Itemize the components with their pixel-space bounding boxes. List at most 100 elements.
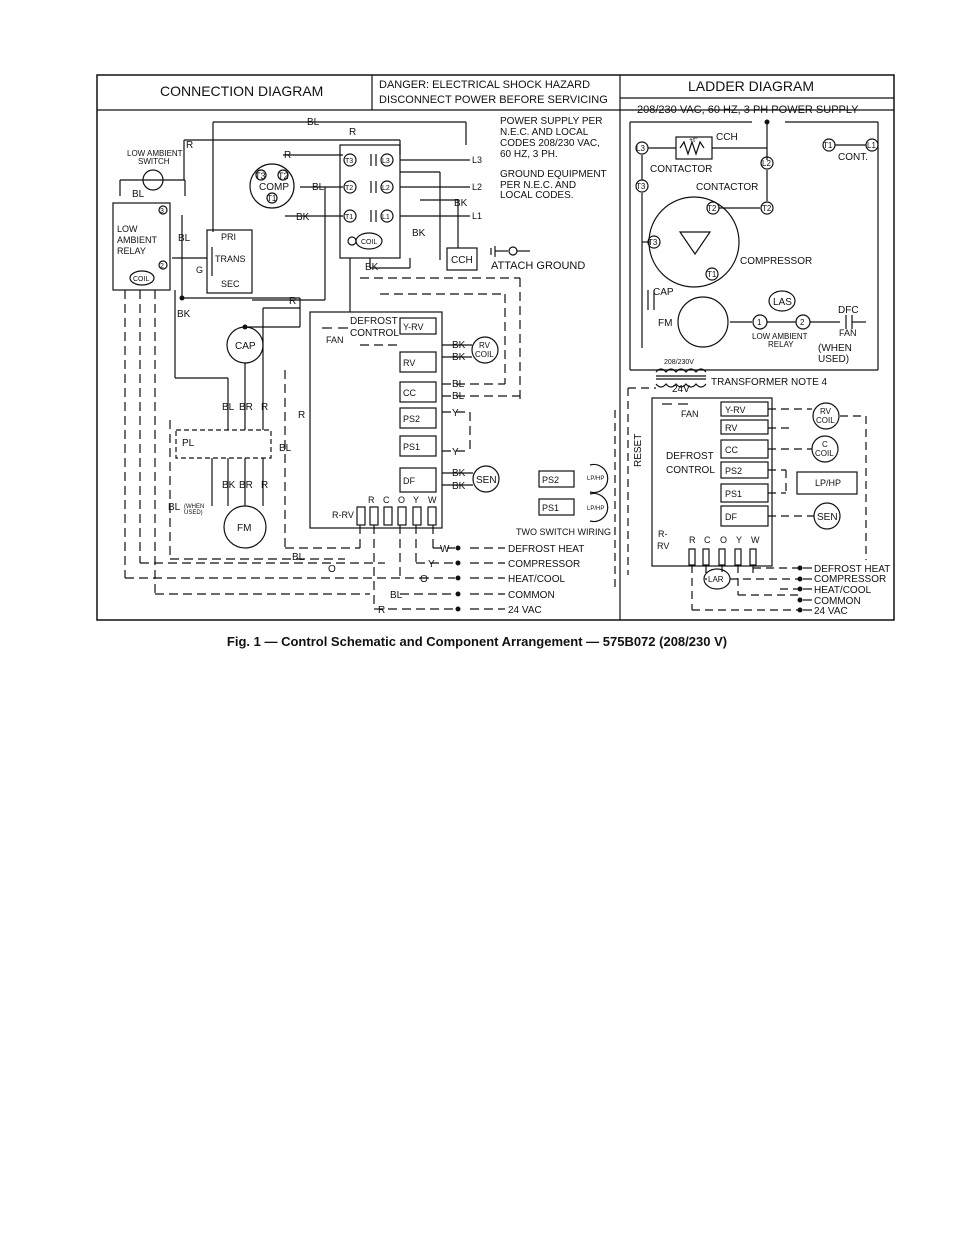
power-note: CODES 208/230 VAC, — [500, 138, 600, 149]
contactor-coil-label: COIL — [361, 239, 377, 246]
power-note: POWER SUPPLY PER — [500, 116, 602, 127]
ladder-comp-terminal: T2 — [707, 204, 717, 213]
danger-line-2: DISCONNECT POWER BEFORE SERVICING — [379, 94, 608, 106]
ground-g-label: G — [196, 265, 203, 275]
contactor-terminal: T2 — [345, 185, 353, 192]
contactor-terminal: L2 — [382, 185, 390, 192]
wire-label: BR — [239, 480, 253, 491]
comp-terminal: T1 — [267, 194, 277, 203]
wire-label: BK — [452, 352, 466, 363]
transformer-sec-label: SEC — [221, 279, 240, 289]
ground-note: LOCAL CODES. — [500, 190, 574, 201]
board-terminal: RV — [403, 358, 415, 368]
ladder-board-terminal: DF — [725, 512, 737, 522]
low-ambient-switch-label: SWITCH — [138, 157, 170, 166]
ladder-board-terminal: Y-RV — [725, 405, 746, 415]
ladder-legend-item: 24 VAC — [814, 606, 848, 617]
wire-label: BL — [168, 502, 181, 513]
low-ambient-relay-label: AMBIENT — [117, 235, 158, 245]
danger-line-1: DANGER: ELECTRICAL SHOCK HAZARD — [379, 79, 590, 91]
ladder-c-coil: COIL — [815, 449, 834, 458]
ladder-lar: LAR — [708, 575, 724, 584]
ladder-transformer — [655, 368, 707, 373]
ground-note: PER N.E.C. AND — [500, 180, 576, 191]
ladder-sen: SEN — [817, 512, 838, 523]
ladder-cch-label: CCH — [716, 132, 738, 143]
legend-item: DEFROST HEAT — [508, 544, 584, 555]
ladder-contactor: CONTACTOR — [696, 182, 758, 193]
ladder-when-used: (WHEN — [818, 343, 852, 354]
contactor-terminal: L3 — [382, 158, 390, 165]
attach-ground-label: ATTACH GROUND — [491, 260, 585, 272]
defrost-control-board — [309, 311, 443, 529]
ladder-low-ambient-relay: RELAY — [768, 340, 794, 349]
low-ambient-relay-label: RELAY — [117, 246, 146, 256]
bottom-terminal: R — [368, 495, 375, 505]
plug — [175, 429, 272, 459]
wire-label: BK — [222, 480, 236, 491]
comp-terminal: T2 — [278, 171, 289, 181]
wire-label: R — [349, 127, 356, 138]
line-l3: L3 — [472, 155, 482, 165]
wire-label: BK — [452, 468, 466, 479]
wire-label: R — [261, 402, 268, 413]
board-terminal: PS2 — [403, 414, 420, 424]
ladder-board-terminal: RV — [725, 423, 737, 433]
ladder-secondary: 24V — [672, 384, 690, 395]
board-terminal: PS1 — [403, 442, 420, 452]
transformer — [206, 229, 253, 294]
ladder-board-terminal: PS1 — [725, 489, 742, 499]
ladder-bottom-terminal: Y — [736, 535, 742, 545]
wire-label: R — [284, 150, 291, 161]
figure-caption: Fig. 1 — Control Schematic and Component… — [226, 634, 728, 649]
legend-item: HEAT/COOL — [508, 574, 565, 585]
ladder-board-fan: FAN — [681, 409, 699, 419]
ground-note: GROUND EQUIPMENT — [500, 169, 607, 180]
ladder-bottom-terminal: C — [704, 535, 711, 545]
ladder-legend-item: DEFROST HEAT — [814, 564, 890, 575]
wire-label: BL — [452, 379, 465, 390]
bottom-terminal: C — [383, 495, 390, 505]
sen-label: SEN — [476, 475, 497, 486]
legend-wire: BL — [390, 590, 403, 601]
ladder-rv-coil: COIL — [816, 416, 835, 425]
rv-coil-label: COIL — [475, 350, 494, 359]
ladder-terminal: L1 — [867, 141, 876, 150]
ladder-board-terminal: PS2 — [725, 466, 742, 476]
wire-label: BK — [296, 212, 310, 223]
board-terminal: CC — [403, 388, 416, 398]
ladder-fm: FM — [658, 318, 672, 329]
wire-label: BL — [222, 402, 235, 413]
legend-item: COMPRESSOR — [508, 559, 580, 570]
cap-label: CAP — [235, 341, 256, 352]
legend-wire: Y — [428, 559, 435, 570]
board-terminal: Y-RV — [403, 322, 424, 332]
wire-label: BL — [307, 117, 320, 128]
ladder-low-ambient-relay: LOW AMBIENT — [752, 332, 808, 341]
contactor-terminal: T3 — [345, 158, 353, 165]
contactor-terminal: T1 — [345, 214, 353, 221]
rv-coil-label: RV — [479, 341, 491, 350]
bottom-terminal: Y — [413, 495, 419, 505]
wire-label: BL — [292, 552, 305, 563]
ladder-when-used: USED) — [818, 354, 849, 365]
bottom-terminal: W — [428, 495, 437, 505]
lphp-label: LP/HP — [587, 506, 604, 512]
wire-label: BK — [365, 262, 379, 273]
ladder-relay-pin: 2 — [800, 318, 805, 327]
when-used: USED) — [184, 510, 203, 516]
ladder-board-terminal: CC — [725, 445, 738, 455]
legend-wire: W — [440, 544, 450, 555]
wire-label: O — [328, 564, 336, 575]
board-fan-label: FAN — [326, 335, 344, 345]
wire-label: Y — [452, 408, 459, 419]
wire-label: R — [261, 480, 268, 491]
ladder-cap: CAP — [653, 287, 674, 298]
legend-item: 24 VAC — [508, 605, 542, 616]
ladder-terminal: T3 — [636, 182, 646, 191]
ladder-terminal: T2 — [762, 204, 772, 213]
lphp-label: LP/HP — [587, 476, 604, 482]
ladder-contactor: CONTACTOR — [650, 164, 712, 175]
wire-label: BL — [452, 391, 465, 402]
ladder-bottom-terminal: W — [751, 535, 760, 545]
